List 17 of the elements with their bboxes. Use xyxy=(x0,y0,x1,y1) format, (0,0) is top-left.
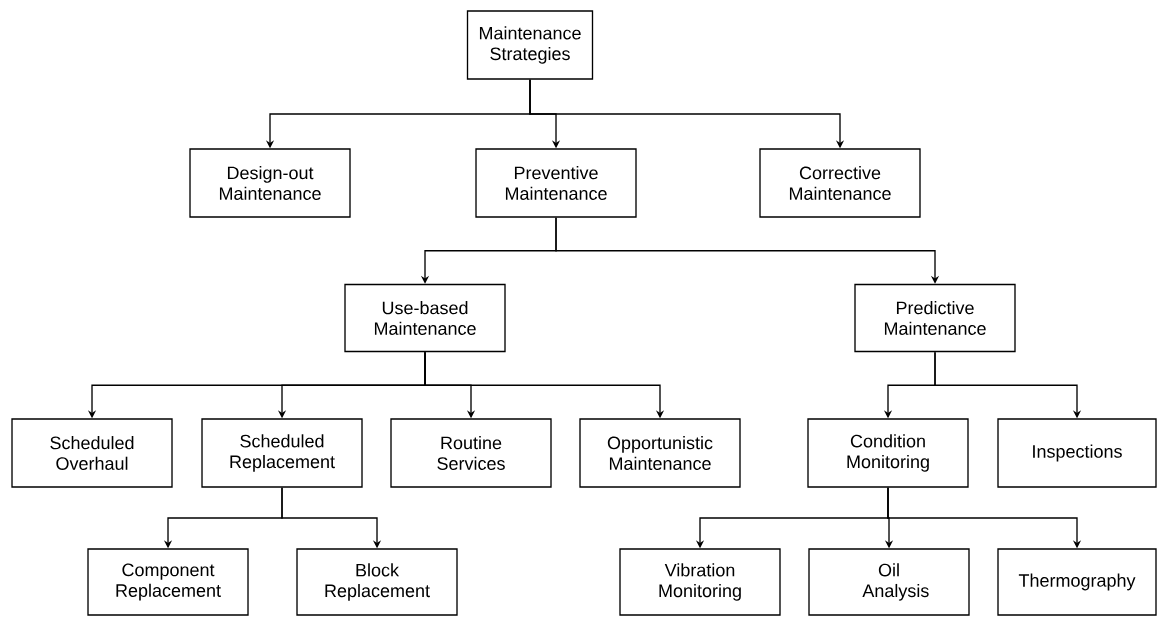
category-box: Opportunistic Maintenance xyxy=(579,418,741,488)
category-box: Maintenance Strategies xyxy=(466,10,594,80)
category-box: Component Replacement xyxy=(87,548,249,616)
category-box: Preventive Maintenance xyxy=(475,148,637,218)
category-box: Vibration Monitoring xyxy=(619,548,781,616)
category-box: Design-out Maintenance xyxy=(189,148,351,218)
category-box: Block Replacement xyxy=(296,548,458,616)
category-box: Routine Services xyxy=(390,418,552,488)
category-box: Use-based Maintenance xyxy=(344,283,506,353)
category-box: Scheduled Replacement xyxy=(201,418,363,488)
category-box: Corrective Maintenance xyxy=(759,148,921,218)
category-box: Predictive Maintenance xyxy=(854,283,1016,353)
category-box: Condition Monitoring xyxy=(807,418,969,488)
category-box: Thermography xyxy=(997,548,1157,616)
category-box: Oil Analysis xyxy=(808,548,970,616)
category-box: Inspections xyxy=(997,418,1157,488)
category-box: Scheduled Overhaul xyxy=(11,418,173,488)
